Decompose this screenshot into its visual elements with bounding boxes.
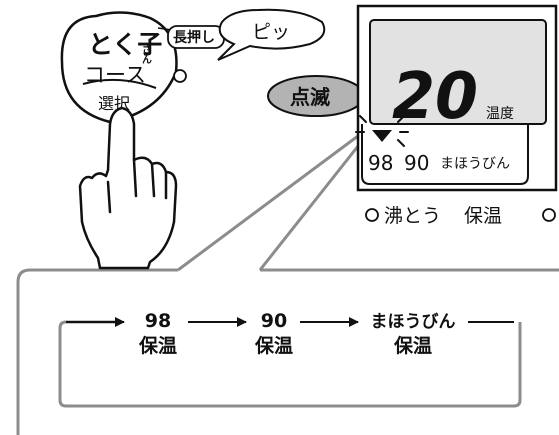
boil-label: 沸とう (384, 205, 441, 227)
zoom-frame (16, 268, 559, 435)
lcd-lower-frame (361, 124, 529, 185)
lcd-screen (369, 19, 547, 125)
mode-98-label: 98 (368, 151, 393, 175)
blink-badge: 点滅 (267, 75, 365, 117)
button-indicator-lamp (173, 69, 187, 83)
temperature-value: 20 (392, 60, 478, 134)
mode-cycle-flow: 98 保温 90 保温 まほうびん 保温 (58, 310, 522, 408)
button-small-kana-text: さん (140, 44, 152, 64)
zoom-line-right (258, 135, 368, 271)
cycle-step1-top: 98 (145, 310, 171, 332)
long-press-text: 長押し (173, 29, 215, 46)
zoom-callout (16, 131, 559, 435)
beep-speech-bubble: ピッ (217, 8, 326, 61)
course-select-button[interactable]: とく子 さん コース 選択 (60, 11, 178, 124)
button-line2-text: コース (84, 63, 146, 87)
blink-rays-icon (355, 115, 409, 147)
cycle-step2-bottom: 保温 (254, 334, 293, 357)
keep-warm-lamp (542, 208, 556, 222)
keep-warm-label: 保温 (464, 205, 502, 227)
cycle-step3-top: まほうびん (371, 312, 456, 332)
cycle-return-loop (58, 320, 522, 408)
indicator-row: 沸とう 保温 (365, 205, 556, 227)
pointing-hand-icon (78, 106, 178, 270)
blinking-marker-icon (372, 130, 392, 142)
cycle-step1-bottom: 保温 (138, 334, 177, 357)
mode-90-label: 90 (404, 151, 429, 175)
mode-mahou-label: まほうびん (440, 156, 510, 172)
button-line1-text: とく子 (88, 30, 162, 59)
zoom-line-left (177, 131, 363, 272)
temperature-unit-label: 温度 (486, 106, 514, 122)
beep-text: ピッ (252, 21, 290, 43)
boil-lamp (365, 208, 379, 222)
blink-badge-text: 点滅 (290, 85, 330, 109)
display-panel: 20 温度 98 90 まほうびん (355, 4, 558, 192)
cycle-step2-top: 90 (261, 310, 287, 332)
cycle-step3-bottom: 保温 (393, 334, 432, 357)
